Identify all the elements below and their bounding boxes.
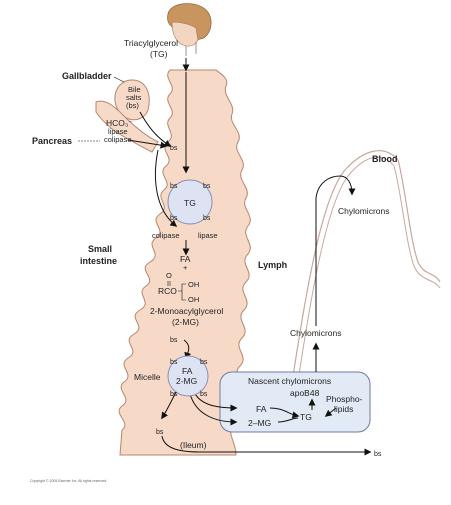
blood-vessel [289, 150, 441, 396]
tg-bs-br: bs [203, 215, 211, 222]
arrow-2mg-to-tg [277, 417, 299, 423]
arrow-phospho-to-tg [324, 407, 337, 417]
pancreas-label: Pancreas [32, 136, 72, 146]
gallbladder-label: Gallbladder [62, 71, 112, 81]
lipase-bottom-label: lipase [198, 231, 218, 240]
colipase-label: colipase [104, 135, 132, 144]
person-head-icon [167, 3, 212, 56]
oh-label-2: OH [188, 295, 199, 304]
arrow-lipase-side [154, 149, 178, 227]
tg-bs-tr: bs [203, 183, 211, 190]
arrow-micelle-to-bs [161, 391, 177, 420]
blood-vessel-inner [295, 156, 441, 396]
bs-label-lower: bs [156, 429, 164, 436]
lymph-label: Lymph [258, 260, 287, 270]
fa-right-label: FA [256, 404, 267, 414]
arrow-bs-ileum [161, 435, 372, 456]
arrow-fa-to-tg [269, 407, 300, 419]
tg-top-label: Triacylglycerol [124, 38, 178, 48]
plus-label: + [183, 263, 188, 272]
micelle-bs-tr: bs [200, 359, 208, 366]
pancreatic-duct [95, 100, 159, 153]
glycerol-bracket [178, 283, 186, 301]
tg-droplet [167, 179, 213, 225]
arrow-to-blood [315, 175, 356, 199]
micelle-bs-bl: bs [170, 391, 178, 398]
small-intestine-label-1: Small [88, 244, 112, 254]
mg-label-1: 2-Monoacylglycerol [150, 306, 223, 316]
arrow-to-2mg-right [189, 393, 238, 426]
ileum-label: (Ileum) [180, 440, 207, 450]
bs-label-mid: bs [170, 337, 178, 344]
micelle-fa-label: FA [182, 366, 193, 376]
tg-center-label: TG [184, 198, 196, 208]
gallbladder-sac [114, 79, 150, 121]
small-intestine [118, 69, 251, 456]
colipase-bottom-label: colipase [152, 231, 180, 240]
lipase-label: lipase [108, 127, 128, 136]
arrow-pancreas [127, 139, 168, 149]
micelle-label: Micelle [134, 372, 161, 382]
two-mg-right-label: 2–MG [248, 418, 271, 428]
tg-right-label: TG [300, 412, 312, 422]
bs-label-exit: bs [374, 451, 382, 458]
carbonyl-o: O [166, 271, 172, 280]
oh-label-1: OH [188, 280, 199, 289]
phospho-label-2: lipids [334, 404, 353, 414]
bs-label-entry: bs [170, 145, 178, 152]
hco3-label: HCO₃⁻ [106, 118, 133, 128]
mg-label-2: (2-MG) [172, 317, 199, 327]
micelle-2mg-label: 2-MG [176, 376, 197, 386]
micelle-circle [167, 355, 209, 397]
nascent-label: Nascent chylomicrons [248, 376, 331, 386]
apob48-label: apoB48 [290, 388, 320, 398]
copyright-footer: Copyright © 2005 Elsevier Inc. All right… [30, 479, 107, 483]
chylomicrons-top-label: Chylomicrons [338, 206, 390, 216]
gallbladder-pointer [113, 76, 125, 83]
blood-label: Blood [372, 154, 398, 164]
tg-top-label-2: (TG) [150, 49, 168, 59]
rco-label: RCO [158, 286, 177, 296]
micelle-bs-br: bs [200, 391, 208, 398]
tg-bs-bl: bs [170, 215, 178, 222]
bile-label-1: Bile [128, 85, 141, 94]
bile-label-2: salts [126, 93, 142, 102]
phospho-label-1: Phospho- [326, 394, 363, 404]
chylomicrons-mid-label: Chylomicrons [290, 328, 342, 338]
small-intestine-label-2: intestine [80, 256, 117, 266]
nascent-chylomicron-box [219, 371, 371, 433]
bile-label-3: (bs) [126, 101, 139, 110]
micelle-bs-tl: bs [170, 359, 178, 366]
fa-label: FA [180, 254, 191, 264]
tg-bs-tl: bs [170, 183, 178, 190]
